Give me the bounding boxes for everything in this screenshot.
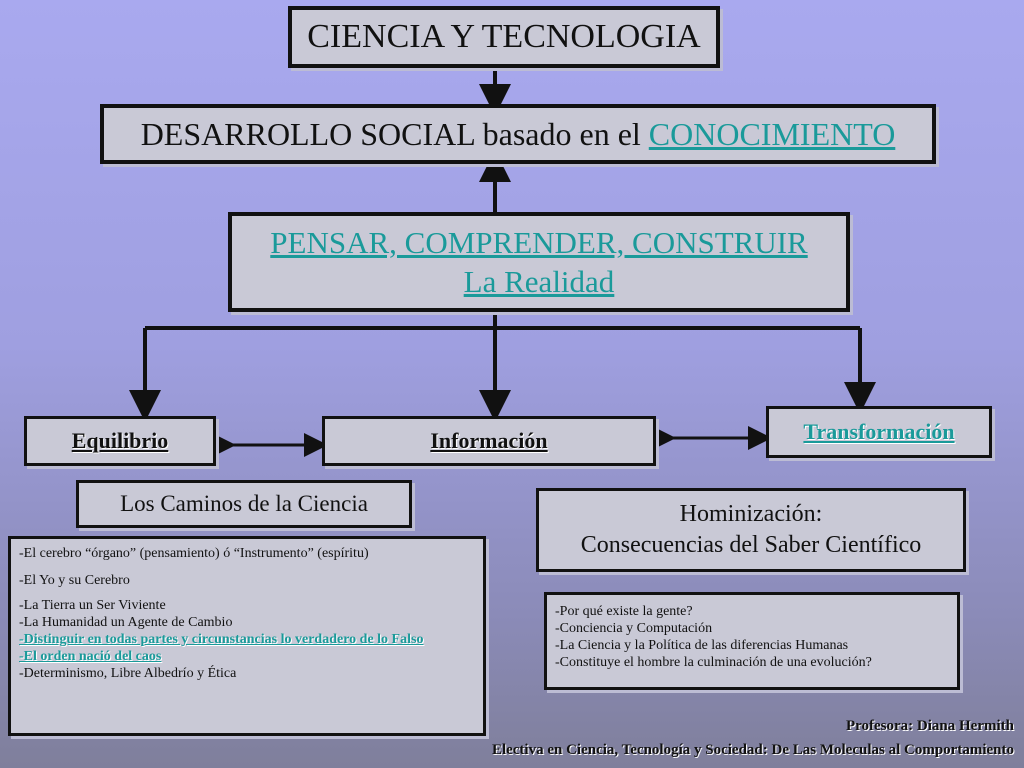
hominizacion-subtitle: Consecuencias del Saber Científico [580, 532, 922, 558]
hominizacion-list-box: -Por qué existe la gente? -Conciencia y … [544, 592, 960, 690]
profesora-credit: Profesora: Diana Hermith [845, 718, 1014, 734]
caminos-item-1: -El Yo y su Cerebro [19, 573, 130, 588]
desarrollo-label: DESARROLLO SOCIAL basado en el [140, 115, 649, 152]
caminos-title: Los Caminos de la Ciencia [120, 491, 368, 516]
desarrollo-social-text: DESARROLLO SOCIAL basado en el CONOCIMIE… [141, 116, 896, 153]
ciencia-tecnologia-title: CIENCIA Y TECNOLOGIA [307, 18, 701, 55]
caminos-list-box: -El cerebro “órgano” (pensamiento) ó “In… [8, 536, 486, 736]
hominizacion-item-1: -Conciencia y Computación [555, 621, 713, 636]
informacion-box: Información [322, 416, 656, 466]
hominizacion-item-2: -La Ciencia y la Política de las diferen… [555, 638, 849, 653]
informacion-link[interactable]: Información [430, 428, 548, 453]
desarrollo-social-box: DESARROLLO SOCIAL basado en el CONOCIMIE… [100, 104, 936, 164]
caminos-box: Los Caminos de la Ciencia [76, 480, 412, 528]
caminos-item-4-link[interactable]: -Distinguir en todas partes y circunstan… [19, 632, 424, 647]
hominizacion-title: Hominización: [679, 501, 823, 527]
conocimiento-link[interactable]: CONOCIMIENTO [648, 115, 896, 152]
pensar-link[interactable]: PENSAR, COMPRENDER, CONSTRUIR [270, 225, 808, 260]
hominizacion-item-3: -Constituye el hombre la culminación de … [555, 655, 872, 670]
caminos-item-6: -Determinismo, Libre Albedrío y Ética [19, 666, 237, 681]
transformacion-link[interactable]: Transformación [803, 419, 955, 444]
caminos-item-0: -El cerebro “órgano” (pensamiento) ó “In… [19, 546, 369, 561]
equilibrio-link[interactable]: Equilibrio [71, 428, 169, 453]
ciencia-tecnologia-box: CIENCIA Y TECNOLOGIA [288, 6, 720, 68]
pensar-box: PENSAR, COMPRENDER, CONSTRUIR La Realida… [228, 212, 850, 312]
transformacion-box: Transformación [766, 406, 992, 458]
caminos-item-3: -La Humanidad un Agente de Cambio [19, 615, 233, 630]
hominizacion-item-0: -Por qué existe la gente? [555, 604, 693, 619]
realidad-link[interactable]: La Realidad [463, 264, 615, 299]
caminos-item-2: -La Tierra un Ser Viviente [19, 598, 166, 613]
electiva-credit: Electiva en Ciencia, Tecnología y Socied… [491, 742, 1014, 758]
caminos-item-5-link[interactable]: -El orden nació del caos [19, 649, 162, 664]
hominizacion-box: Hominización: Consecuencias del Saber Ci… [536, 488, 966, 572]
equilibrio-box: Equilibrio [24, 416, 216, 466]
